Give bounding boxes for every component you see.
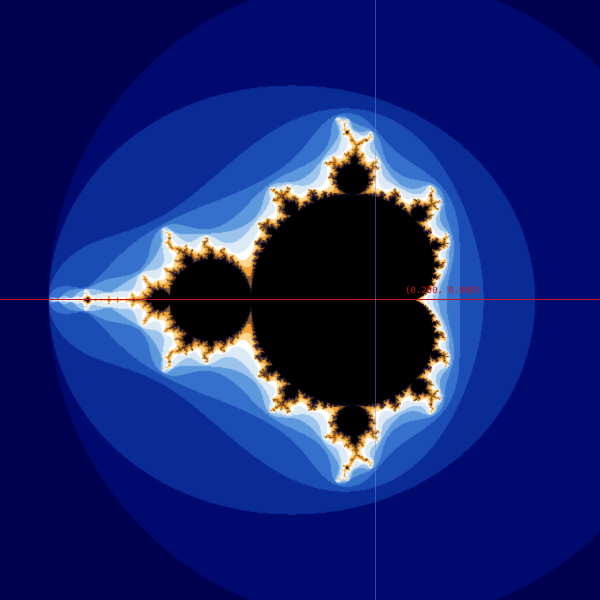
fractal-viewer[interactable]: (0.250, 0.000) (0, 0, 600, 600)
mandelbrot-canvas[interactable] (0, 0, 600, 600)
